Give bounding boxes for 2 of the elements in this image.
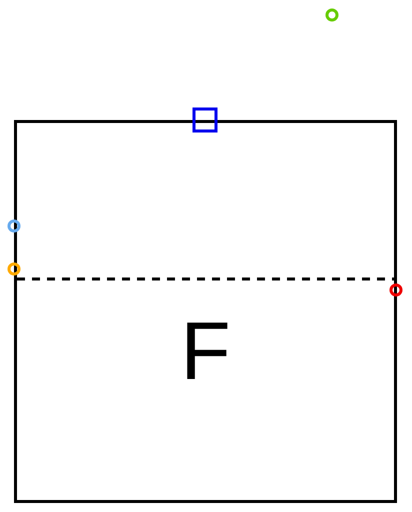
letter-label: F [180,306,231,397]
paper-square [14,120,397,503]
